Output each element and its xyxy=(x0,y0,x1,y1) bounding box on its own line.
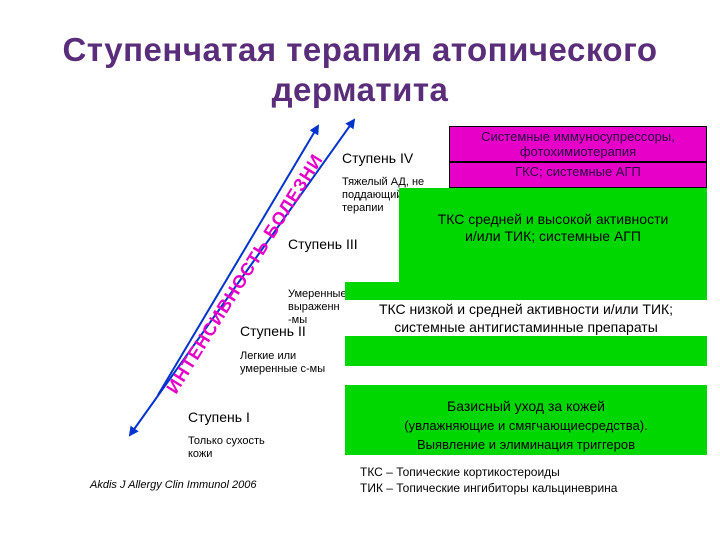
legend-tks: ТКС – Топические кортикостероиды xyxy=(360,465,560,479)
intensity-arrow-right xyxy=(128,118,356,437)
title-line-2: дерматита xyxy=(271,71,449,108)
title-line-1: Ступенчатая терапия атопического xyxy=(62,31,658,68)
therapy-systemic-box: Системные иммуносупрессоры,фотохимиотера… xyxy=(449,126,707,162)
therapy-step-3-block xyxy=(399,250,707,282)
page-title: Ступенчатая терапия атопического дермати… xyxy=(0,30,720,110)
step-3-label: Ступень III xyxy=(288,236,358,252)
therapy-step-1-block xyxy=(345,385,707,455)
step-2-label: Ступень II xyxy=(240,323,306,339)
therapy-tks-low-mid: ТКС низкой и средней активности и/или ТИ… xyxy=(340,300,712,336)
legend-tik: ТИК – Топические ингибиторы кальциневрин… xyxy=(360,481,618,495)
step-1-label: Ступень I xyxy=(188,409,250,425)
abbreviation-legend: ТКС – Топические кортикостероиды ТИК – Т… xyxy=(360,464,617,496)
citation: Akdis J Allergy Clin Immunol 2006 xyxy=(90,479,257,491)
step-4-label: Ступень IV xyxy=(342,150,414,166)
therapy-basic: Базисный уход за кожей(увлажняющие и смя… xyxy=(404,398,648,452)
therapy-gks-box: ГКС; системные АГП xyxy=(449,162,707,188)
therapy-gks-label: ГКС; системные АГП xyxy=(515,163,641,179)
therapy-step-4-block xyxy=(399,188,707,250)
